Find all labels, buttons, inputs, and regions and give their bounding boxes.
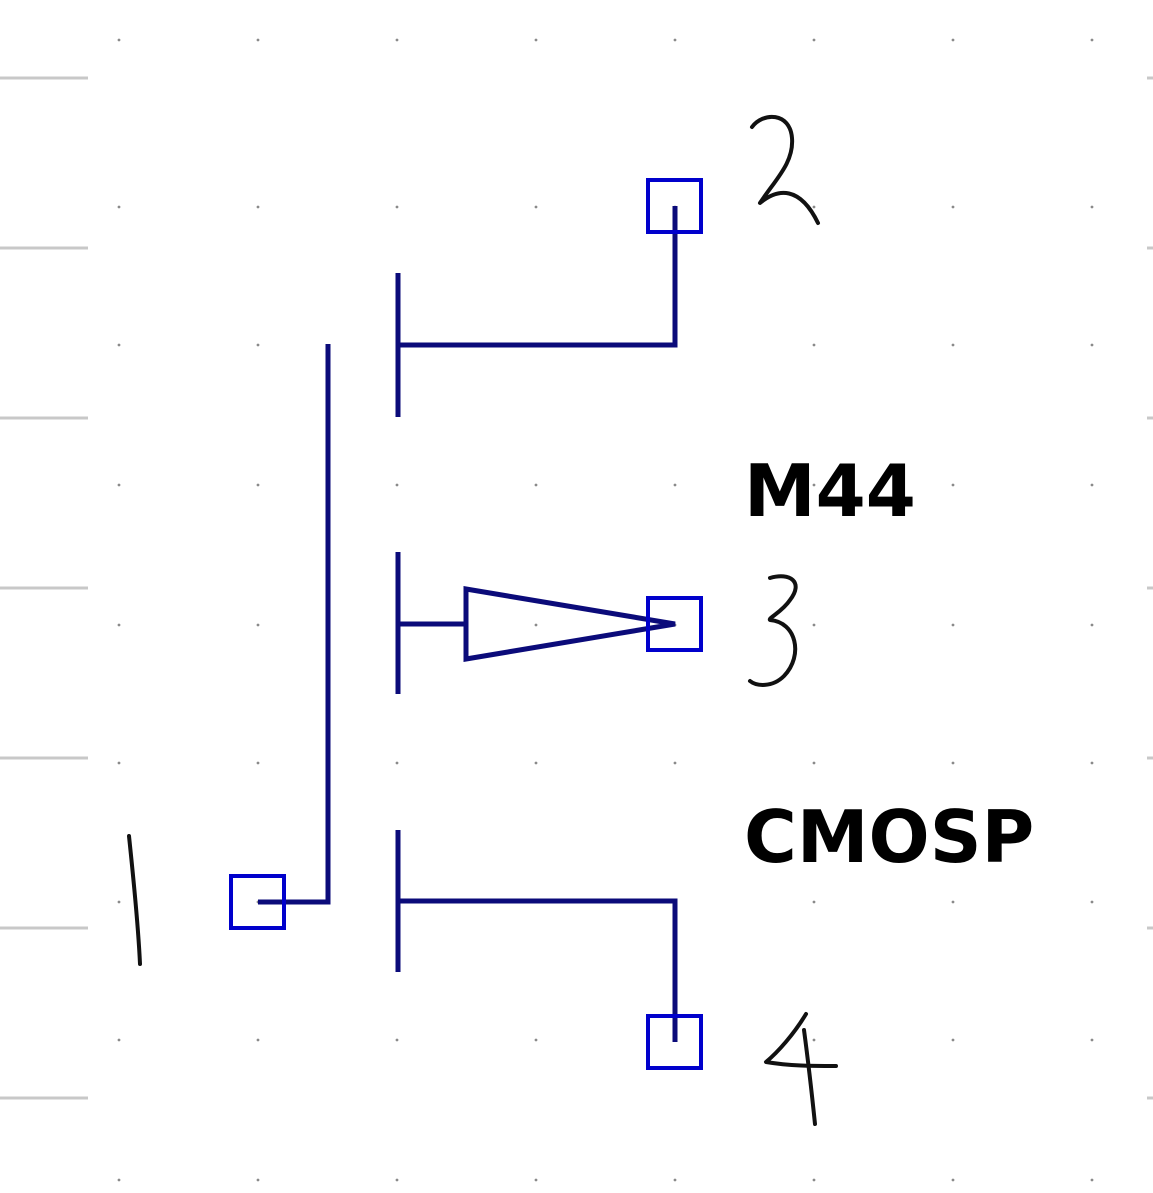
- grid-dot: [395, 761, 399, 765]
- grid-dot: [117, 38, 121, 42]
- grid-dot: [812, 623, 816, 627]
- grid-dot: [534, 1178, 538, 1182]
- grid-dot: [951, 900, 955, 904]
- right-margin-ticks: [1147, 76, 1153, 1100]
- grid-dot: [1090, 623, 1094, 627]
- grid-dot: [117, 483, 121, 487]
- grid-dot: [812, 38, 816, 42]
- grid-dot: [117, 343, 121, 347]
- grid-dot: [673, 38, 677, 42]
- grid-dot: [1090, 1038, 1094, 1042]
- pin-4-box[interactable]: [646, 1014, 703, 1070]
- grid-dot: [673, 761, 677, 765]
- bottom-terminal-lead: [398, 898, 678, 1042]
- grid-dot: [812, 900, 816, 904]
- grid-dot: [812, 761, 816, 765]
- grid-dot: [395, 205, 399, 209]
- grid-dot: [256, 343, 260, 347]
- grid-dot: [951, 761, 955, 765]
- grid-dot: [951, 1038, 955, 1042]
- left-margin-lines: [0, 76, 88, 1100]
- mosfet-symbol[interactable]: [258, 206, 678, 1042]
- grid-dot: [534, 623, 538, 627]
- grid-dot: [1090, 38, 1094, 42]
- grid-dot: [951, 205, 955, 209]
- grid-dot: [1090, 900, 1094, 904]
- pin-3-box[interactable]: [646, 596, 703, 652]
- gate-lead: [258, 344, 331, 905]
- grid-dot: [812, 343, 816, 347]
- grid-dot: [534, 1038, 538, 1042]
- grid-dot: [117, 205, 121, 209]
- pin-2-box[interactable]: [646, 178, 703, 234]
- component-reference-label: M44: [744, 449, 916, 533]
- grid-dot: [951, 38, 955, 42]
- grid-dot: [951, 1178, 955, 1182]
- grid-dot: [534, 483, 538, 487]
- grid-dot: [256, 1178, 260, 1182]
- body-arrow-icon: [463, 586, 676, 662]
- grid-dot: [395, 1178, 399, 1182]
- grid-dot: [1090, 205, 1094, 209]
- grid-dot: [812, 483, 816, 487]
- component-value-label: CMOSP: [744, 795, 1034, 879]
- grid-dot: [256, 483, 260, 487]
- grid-dot: [256, 761, 260, 765]
- grid-dot: [534, 38, 538, 42]
- grid-dot: [117, 900, 121, 904]
- grid-dot: [812, 1178, 816, 1182]
- grid-dot: [812, 205, 816, 209]
- handwritten-pin-number-3: [748, 574, 798, 687]
- grid-dot: [1090, 1178, 1094, 1182]
- top-terminal-lead: [398, 206, 678, 348]
- handwritten-pin-number-1: [127, 834, 142, 966]
- grid-dot: [951, 623, 955, 627]
- grid-dot: [256, 1038, 260, 1042]
- grid-dot: [395, 483, 399, 487]
- grid-dot: [1090, 343, 1094, 347]
- grid-dot: [951, 343, 955, 347]
- grid-dot: [951, 483, 955, 487]
- grid-dot: [1090, 761, 1094, 765]
- grid-dot: [812, 1038, 816, 1042]
- grid-dot: [395, 1038, 399, 1042]
- grid-dot: [673, 483, 677, 487]
- grid-dot: [534, 761, 538, 765]
- grid-dot: [673, 1178, 677, 1182]
- grid-dot: [256, 623, 260, 627]
- pin-1-box[interactable]: [229, 874, 286, 930]
- grid-dot: [534, 205, 538, 209]
- grid-dot: [117, 1178, 121, 1182]
- grid-dot: [117, 1038, 121, 1042]
- handwritten-pin-number-2: [750, 114, 820, 225]
- grid-dot: [256, 38, 260, 42]
- grid-dot: [1090, 483, 1094, 487]
- grid-dot: [117, 761, 121, 765]
- handwritten-pin-number-4: [764, 1012, 838, 1126]
- grid-dot: [117, 623, 121, 627]
- grid-dot: [256, 205, 260, 209]
- grid-dot: [395, 38, 399, 42]
